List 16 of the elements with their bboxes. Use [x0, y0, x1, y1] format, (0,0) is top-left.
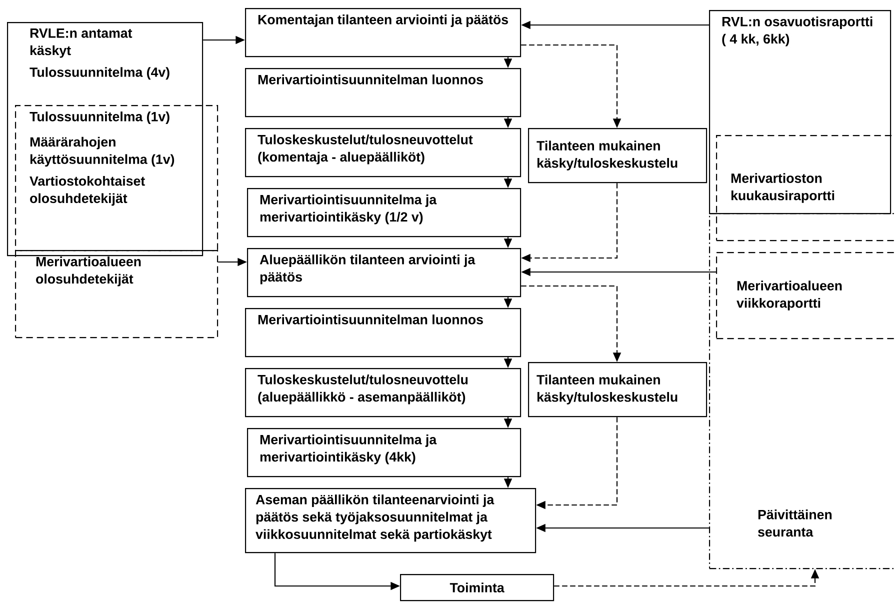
process-box: Aseman päällikön tilanteenarviointi ja päätös sekä työjaksosuunnitelmat ja viikkosuunnitelmat sekä partiokäskyt — [245, 488, 536, 554]
report-box: Merivartioalueen viikkoraportti — [716, 252, 895, 340]
process-box: Aluepäällikön tilanteen arviointi ja päätös — [247, 248, 522, 298]
process-box: Merivartiointisuunnitelman luonnos — [245, 68, 522, 118]
process-box: Tilanteen mukainen käsky/tuloskeskustelu — [528, 362, 708, 418]
process-box: Toiminta — [400, 574, 554, 602]
process-box: Tuloskeskustelut/tulosneuvottelut (komentaja - aluepäälliköt) — [245, 128, 522, 178]
process-box: Tuloskeskustelut/tulosneuvottelu (aluepäällikkö - asemanpäälliköt) — [245, 368, 522, 418]
process-box: Merivartiointisuunnitelma ja merivartiointikäsky (4kk) — [247, 428, 522, 478]
process-box: Merivartiointisuunnitelman luonnos — [245, 308, 522, 358]
input-box: Tulossuunnitelma (1v) Määrärahojen käyttösuunnitelma (1v) Vartiostokohtaiset olosuhdetekijät — [15, 105, 218, 252]
process-box: Komentajan tilanteen arviointi ja päätös — [245, 8, 522, 58]
report-box: Merivartioston kuukausiraportti — [716, 135, 895, 242]
input-box: Merivartioalueen olosuhdetekijät — [15, 250, 218, 338]
process-box: Merivartiointisuunnitelma ja merivartiointikäsky (1/2 v) — [247, 188, 522, 238]
process-box: Tilanteen mukainen käsky/tuloskeskustelu — [528, 128, 708, 184]
